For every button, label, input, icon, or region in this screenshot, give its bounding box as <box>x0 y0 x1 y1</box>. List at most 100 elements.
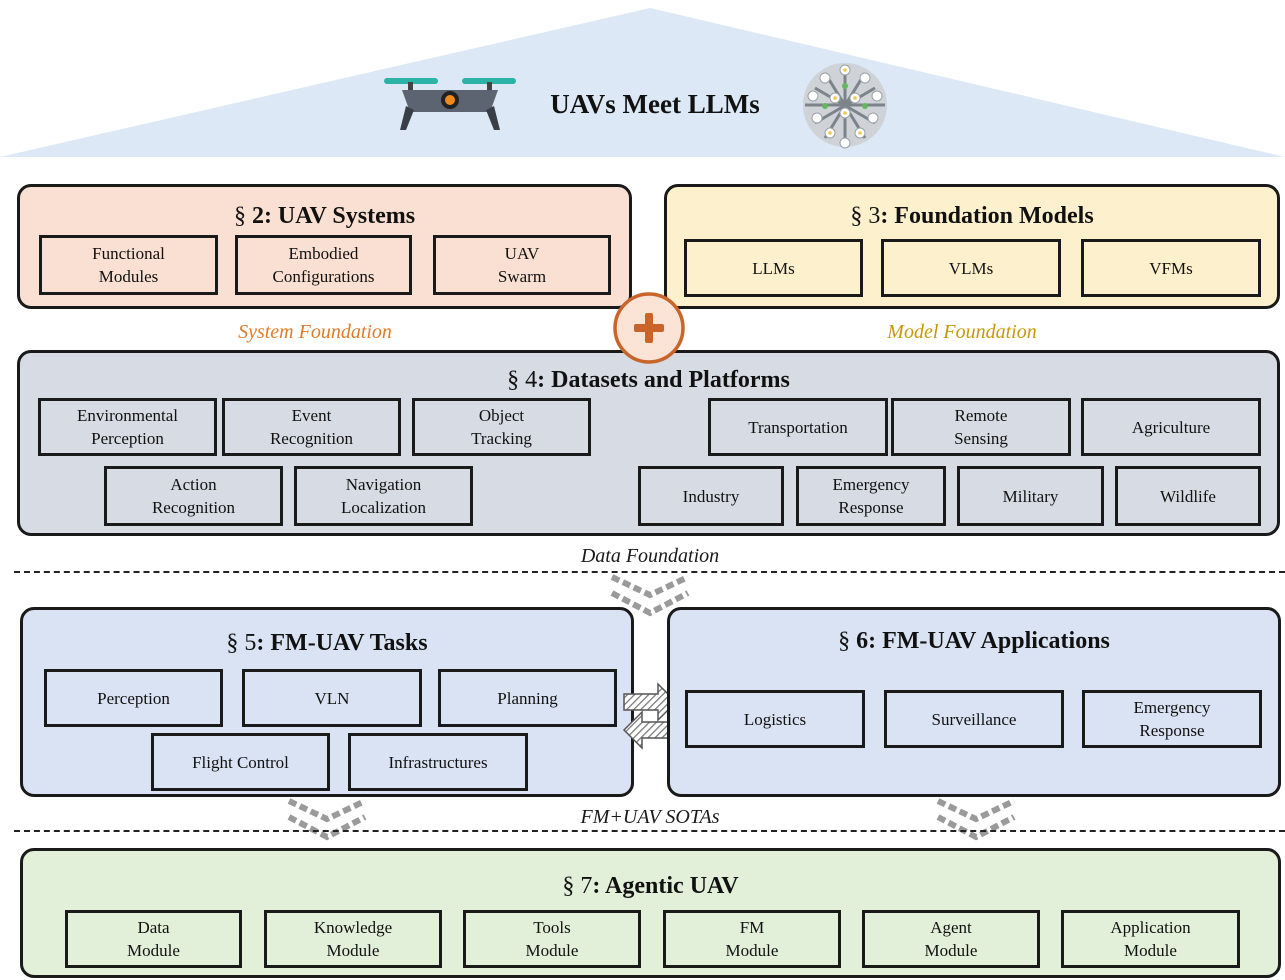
plus-icon <box>613 292 685 364</box>
data-foundation-caption: Data Foundation <box>580 545 720 567</box>
box-line: Sensing <box>954 429 1008 448</box>
neural-network-sphere-icon <box>803 63 887 149</box>
fm-uav-tasks-title: § 5: FM-UAV Tasks <box>23 628 631 658</box>
box-line: Modules <box>98 267 159 286</box>
box-line: Knowledge <box>313 918 393 937</box>
fm-module-box: FM Module <box>663 910 841 968</box>
down-chevron-icon <box>610 574 690 617</box>
foundation-models-title-text: : Foundation Models <box>880 203 1094 229</box>
box-line: UAV <box>504 244 540 263</box>
llms-box: LLMs <box>684 239 863 297</box>
box-line: Object <box>478 406 525 425</box>
fm-uav-tasks-title-text: : FM-UAV Tasks <box>256 630 428 656</box>
vfms-box: VFMs <box>1081 239 1261 297</box>
fm-uav-applications-panel: § 6: FM-UAV Applications Logistics Surve… <box>667 607 1281 797</box>
agentic-uav-title-text: : Agentic UAV <box>592 873 739 899</box>
infrastructures-box: Infrastructures <box>348 733 528 791</box>
agriculture-box: Agriculture <box>1081 398 1261 456</box>
section-sign: § 3 <box>850 203 881 229</box>
box-line: Recognition <box>151 498 236 517</box>
box-line: Navigation <box>345 475 422 494</box>
box-line: FM <box>739 918 765 937</box>
fm-uav-tasks-panel: § 5: FM-UAV Tasks Perception VLN Plannin… <box>20 607 634 797</box>
uav-systems-title-text: 2: UAV Systems <box>251 203 416 229</box>
section-sign: § <box>233 203 246 229</box>
box-line: Localization <box>341 498 426 517</box>
page-title: UAVs Meet LLMs <box>550 89 760 119</box>
drone-icon <box>384 78 516 130</box>
box-line: Swarm <box>497 267 547 286</box>
box-line: Module <box>924 941 978 960</box>
flight-control-box: Flight Control <box>151 733 330 791</box>
military-box: Military <box>957 466 1104 526</box>
logistics-box: Logistics <box>685 690 865 748</box>
box-line: Tracking <box>471 429 532 448</box>
box-line: Embodied <box>288 244 359 263</box>
box-line: Perception <box>91 429 164 448</box>
swap-arrows-icon <box>622 682 678 750</box>
box-line: Remote <box>954 406 1008 425</box>
foundation-models-panel: § 3: Foundation Models LLMs VLMs VFMs <box>664 184 1280 309</box>
fm-uav-sotas-caption: FM+UAV SOTAs <box>580 806 720 828</box>
box-line: Emergency <box>832 475 910 494</box>
agentic-uav-title: § 7: Agentic UAV <box>23 871 1278 901</box>
box-line: Environmental <box>76 406 179 425</box>
wildlife-box: Wildlife <box>1115 466 1261 526</box>
divider-line <box>14 830 1285 832</box>
fm-uav-applications-title-text: 6: FM-UAV Applications <box>856 628 1110 654</box>
uav-systems-title: § 2: UAV Systems <box>20 201 629 231</box>
vln-box: VLN <box>242 669 422 727</box>
box-line: Module <box>127 941 180 960</box>
industry-box: Industry <box>638 466 784 526</box>
box-line: Configurations <box>272 267 375 286</box>
box-line: Data <box>137 918 170 937</box>
datasets-platforms-title-text: : Datasets and Platforms <box>537 367 790 393</box>
box-line: Functional <box>92 244 165 263</box>
transportation-box: Transportation <box>708 398 888 456</box>
box-line: Module <box>1124 941 1177 960</box>
foundation-models-title: § 3: Foundation Models <box>667 201 1277 231</box>
system-foundation-caption: System Foundation <box>238 321 392 343</box>
box-line: Response <box>1139 721 1205 740</box>
perception-box: Perception <box>44 669 223 727</box>
divider-line <box>14 571 1285 573</box>
roof-banner <box>0 8 1285 157</box>
uav-swarm-box: UAV Swarm <box>433 235 611 295</box>
box-line: Action <box>170 475 217 494</box>
down-chevron-icon <box>936 798 1016 841</box>
datasets-platforms-panel: § 4: Datasets and Platforms Environmenta… <box>17 350 1280 536</box>
box-line: Tools <box>533 918 571 937</box>
datasets-platforms-title: § 4: Datasets and Platforms <box>20 365 1277 395</box>
box-line: Module <box>326 941 380 960</box>
box-line: Event <box>291 406 332 425</box>
section-sign: § 4 <box>507 367 538 393</box>
surveillance-box: Surveillance <box>884 690 1064 748</box>
model-foundation-caption: Model Foundation <box>887 321 1037 343</box>
section-sign: § <box>838 628 851 654</box>
box-line: Recognition <box>269 429 354 448</box>
box-line: Response <box>838 498 904 517</box>
box-line: Module <box>525 941 579 960</box>
box-line: Agent <box>930 918 972 937</box>
down-chevron-icon <box>287 798 367 841</box>
box-line: Module <box>725 941 779 960</box>
box-line: Application <box>1110 918 1191 937</box>
vlms-box: VLMs <box>881 239 1061 297</box>
box-line: Emergency <box>1133 698 1211 717</box>
